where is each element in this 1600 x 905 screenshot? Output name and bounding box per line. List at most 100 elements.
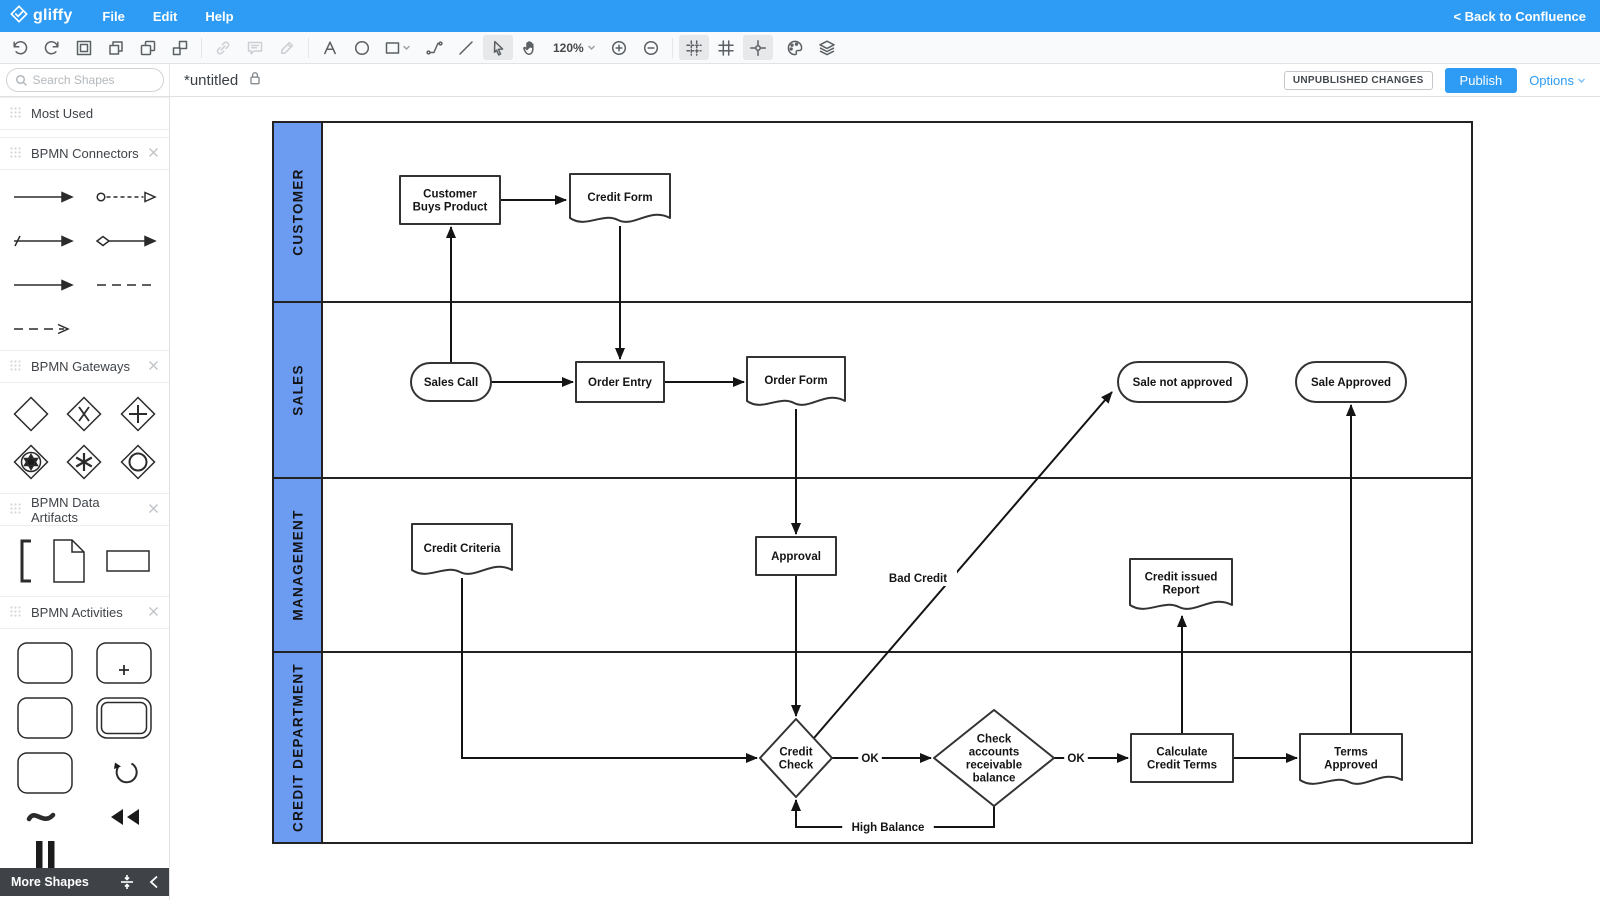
node-sale-approved[interactable]: Sale Approved (1295, 361, 1407, 403)
close-section-icon[interactable] (148, 145, 159, 163)
shape-group-bracket[interactable] (18, 539, 34, 583)
snap-toggle-button[interactable] (742, 35, 773, 60)
node-credit-criteria[interactable]: Credit Criteria (411, 523, 513, 575)
shape-task-2[interactable] (16, 696, 74, 740)
comment-button[interactable] (240, 35, 270, 60)
node-sales-call[interactable]: Sales Call (410, 362, 492, 402)
menu-file[interactable]: File (102, 8, 125, 24)
ungroup-button[interactable] (165, 35, 195, 60)
collapse-sidebar-chevron-icon[interactable] (149, 875, 159, 889)
connector-bad-credit[interactable] (813, 391, 1113, 739)
node-approval[interactable]: Approval (755, 536, 837, 576)
shape-sequence-flow-2[interactable] (12, 278, 75, 292)
shape-gateway[interactable] (12, 395, 50, 433)
line-tool-button[interactable] (451, 35, 481, 60)
connector-label-bad-credit[interactable]: Bad Credit (879, 570, 957, 586)
shape-sequence-flow[interactable] (12, 190, 75, 204)
lane-management[interactable]: MANAGEMENT (272, 477, 1472, 653)
drag-handle-icon[interactable] (10, 105, 21, 123)
node-sale-not-approved[interactable]: Sale not approved (1117, 361, 1248, 403)
menu-help[interactable]: Help (205, 8, 234, 24)
shape-association[interactable] (95, 278, 157, 292)
shape-inclusive-gateway[interactable] (119, 443, 157, 481)
zoom-level-control[interactable]: 120% (553, 41, 596, 55)
section-bpmn-connectors[interactable]: BPMN Connectors (0, 137, 169, 170)
section-bpmn-data-artifacts[interactable]: BPMN Data Artifacts (0, 493, 169, 526)
send-to-back-button[interactable] (101, 35, 131, 60)
shape-loop-marker[interactable] (107, 756, 141, 790)
more-shapes-bar[interactable]: More Shapes (0, 868, 169, 896)
menu-edit[interactable]: Edit (152, 8, 178, 24)
node-order-form[interactable]: Order Form (746, 356, 846, 406)
undo-button[interactable] (5, 35, 35, 60)
shape-data-object[interactable] (50, 538, 88, 584)
node-order-entry[interactable]: Order Entry (575, 361, 665, 403)
section-most-used[interactable]: Most Used (0, 97, 169, 130)
connector-label-balance-ok[interactable]: OK (1064, 750, 1088, 766)
layers-button[interactable] (812, 35, 842, 60)
shape-transaction[interactable] (95, 696, 153, 740)
back-to-confluence-link[interactable]: < Back to Confluence (1453, 8, 1586, 24)
lane-sales[interactable]: SALES (272, 301, 1472, 479)
connector-label-high-balance[interactable]: High Balance (842, 819, 934, 835)
shape-exclusive-gateway[interactable] (65, 395, 103, 433)
connector-criteria-to-check[interactable] (461, 578, 758, 763)
shape-gateway-flow[interactable] (95, 234, 157, 248)
drag-handle-icon[interactable] (10, 604, 21, 622)
shape-parallel-gateway[interactable] (119, 395, 157, 433)
zoom-in-button[interactable] (604, 35, 634, 60)
lane-credit-department[interactable]: CREDIT DEPARTMENT (272, 651, 1472, 844)
drag-handle-icon[interactable] (10, 145, 21, 163)
pool-border[interactable] (272, 121, 1473, 844)
shape-message-flow[interactable] (12, 322, 74, 336)
lock-icon[interactable] (247, 70, 263, 91)
close-section-icon[interactable] (148, 358, 159, 376)
guides-toggle-button[interactable] (678, 35, 709, 60)
zoom-out-button[interactable] (636, 35, 666, 60)
ellipse-tool-button[interactable] (347, 35, 377, 60)
text-tool-button[interactable] (315, 35, 345, 60)
shape-complex-gateway[interactable] (65, 443, 103, 481)
connector-label-check-ok[interactable]: OK (858, 750, 882, 766)
shape-pause-marker[interactable] (30, 839, 60, 873)
shape-annotation-rectangle[interactable] (105, 549, 151, 573)
shape-adhoc-marker[interactable] (25, 806, 65, 828)
shape-default-flow[interactable] (12, 234, 75, 248)
pan-tool-button[interactable] (515, 35, 545, 60)
connector-tool-button[interactable] (419, 35, 449, 60)
node-credit-form[interactable]: Credit Form (569, 173, 671, 223)
shape-compensation-marker[interactable] (106, 806, 142, 828)
duplicate-button[interactable] (133, 35, 163, 60)
redo-button[interactable] (37, 35, 67, 60)
link-button[interactable] (208, 35, 238, 60)
shape-complex-event-gateway[interactable] (12, 443, 50, 481)
collapse-panels-icon[interactable] (119, 874, 135, 890)
shape-search[interactable] (5, 68, 164, 92)
shape-task[interactable] (16, 641, 74, 685)
shape-conditional-flow[interactable] (95, 190, 157, 204)
publish-button[interactable]: Publish (1444, 67, 1518, 93)
search-input[interactable] (32, 73, 143, 87)
drag-handle-icon[interactable] (10, 358, 21, 376)
options-menu[interactable]: Options (1529, 73, 1586, 88)
grid-toggle-button[interactable] (711, 35, 741, 60)
eyedropper-button[interactable] (272, 35, 302, 60)
shape-tool-button[interactable] (379, 35, 417, 60)
section-bpmn-gateways[interactable]: BPMN Gateways (0, 350, 169, 383)
shape-task-3[interactable] (16, 751, 74, 795)
close-section-icon[interactable] (148, 501, 159, 519)
theme-button[interactable] (780, 35, 810, 60)
select-tool-button[interactable] (483, 35, 513, 60)
section-bpmn-activities[interactable]: BPMN Activities (0, 596, 169, 629)
drag-handle-icon[interactable] (10, 501, 21, 519)
shape-subprocess[interactable] (95, 641, 153, 685)
bring-to-front-button[interactable] (69, 35, 99, 60)
